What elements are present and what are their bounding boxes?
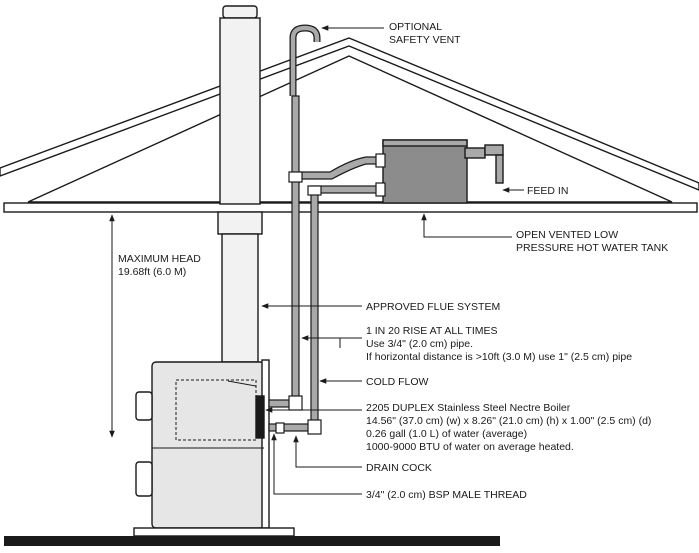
- label-thread: 3/4" (2.0 cm) BSP MALE THREAD: [366, 489, 527, 501]
- label-safety-vent-line2: SAFETY VENT: [389, 34, 461, 46]
- fitting-3: [288, 395, 303, 411]
- label-tank-line1: OPEN VENTED LOW: [516, 229, 618, 241]
- leader-thread: [271, 433, 362, 495]
- label-cold-flow: COLD FLOW: [366, 376, 429, 388]
- safety-vent-hook-fill: [290, 25, 320, 96]
- label-boiler-line1: 2205 DUPLEX Stainless Steel Nectre Boile…: [366, 402, 571, 414]
- head-label-line1: MAXIMUM HEAD: [118, 253, 201, 265]
- tank-top: [382, 139, 468, 147]
- leader-drain-cock: [293, 435, 362, 468]
- hot-water-tank: [382, 139, 504, 204]
- label-feed-in: FEED IN: [527, 185, 568, 197]
- stove-hinge-upper: [135, 391, 153, 421]
- stove-body: [151, 361, 265, 529]
- floor: [4, 536, 500, 546]
- flue-pipe-upper: [219, 17, 261, 205]
- stove-hinge-lower: [135, 461, 153, 497]
- fitting-6: [375, 182, 386, 197]
- leader-tank: [421, 213, 512, 238]
- label-boiler-line2: 14.56" (37.0 cm) (w) x 8.26" (21.0 cm) (…: [366, 415, 651, 427]
- feed-in-drop: [495, 154, 504, 184]
- label-safety-vent-line1: OPTIONAL: [389, 21, 442, 33]
- pipework: [268, 24, 386, 435]
- label-drain-cock: DRAIN COCK: [366, 462, 432, 474]
- label-tank-line2: PRESSURE HOT WATER TANK: [516, 242, 668, 254]
- label-rise-line2: Use 3/4" (2.0 cm) pipe.: [366, 338, 473, 350]
- hot-flow-riser: [291, 95, 300, 403]
- hearth: [133, 527, 295, 537]
- wood-stove: [135, 359, 270, 529]
- flue-pipe-lower: [221, 233, 259, 363]
- cold-flow-riser: [310, 189, 319, 431]
- head-label-line2: 19.68ft (6.0 M): [118, 266, 186, 278]
- fitting-5: [375, 153, 386, 168]
- baffle-line: [227, 380, 257, 387]
- hot-flow-to-tank: [298, 156, 384, 180]
- feed-in-pipe: [484, 144, 504, 156]
- label-boiler-line4: 1000-9000 BTU of water on average heated…: [366, 441, 574, 453]
- flue-system: [217, 5, 263, 363]
- cold-flow-from-tank: [310, 185, 384, 194]
- label-boiler-line3: 0.26 gall (1.0 L) of water (average): [366, 428, 527, 440]
- leader-lines: [261, 25, 524, 495]
- roof: [0, 37, 699, 203]
- flue-collar: [217, 211, 263, 235]
- label-rise-line3: If horizontal distance is >10ft (3.0 M) …: [366, 351, 632, 363]
- leader-rise: [302, 338, 362, 348]
- label-rise-line1: 1 IN 20 RISE AT ALL TIMES: [366, 325, 498, 337]
- tank-side-fitting: [464, 147, 486, 159]
- boiler-plate: [255, 395, 265, 439]
- roof-inner-truss: [27, 55, 673, 203]
- roof-outer: [0, 37, 699, 191]
- flue-cap: [222, 5, 258, 19]
- stove-side-panel: [261, 359, 270, 529]
- drain-cock: [275, 422, 285, 434]
- ceiling-joist: [3, 202, 698, 213]
- label-flue: APPROVED FLUE SYSTEM: [366, 301, 500, 313]
- fitting-4: [307, 419, 322, 435]
- fitting-2: [307, 185, 322, 196]
- fitting-1: [288, 171, 303, 183]
- tank-body: [382, 139, 468, 204]
